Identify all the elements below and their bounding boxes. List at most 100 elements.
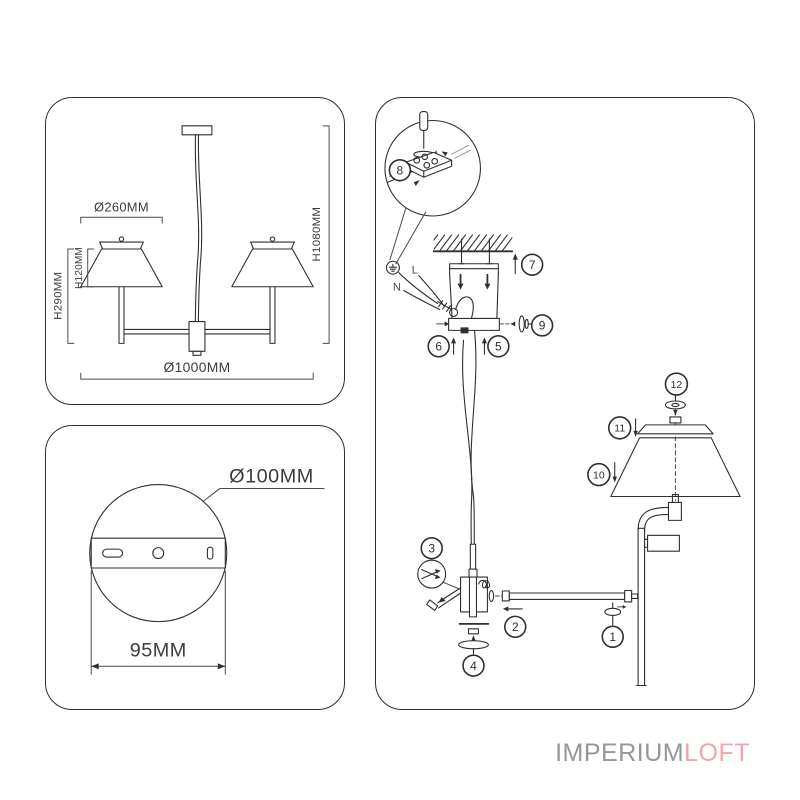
svg-text:1: 1 [609, 630, 616, 644]
dim-overall-width-group: Ø1000MM [80, 359, 314, 380]
svg-text:7: 7 [529, 258, 536, 272]
brand-logo: IMPERIUMLOFT [555, 736, 750, 770]
wire-label-live: L [412, 265, 418, 277]
center-hole [152, 547, 165, 560]
dim-shade-height: H120MM [74, 247, 85, 289]
left-shade [80, 236, 163, 288]
panel-mount-plate: Ø100MM 95MM [45, 425, 345, 710]
hub-cap [192, 350, 202, 356]
coiled-wire [477, 579, 491, 589]
step-badge-9: 9 [530, 314, 554, 337]
step-badge-10: 10 [587, 462, 611, 487]
dim-overall-width: Ø1000MM [164, 359, 231, 375]
svg-text:11: 11 [614, 424, 625, 435]
wire-grommet [449, 307, 459, 318]
dim-fixture-height-group: H290MM [52, 248, 75, 344]
rod-left-cap [501, 590, 510, 602]
right-shade-body [231, 248, 314, 288]
terminal-block-callout [384, 110, 481, 265]
drop-rod-cap [468, 568, 478, 578]
svg-text:3: 3 [428, 541, 435, 555]
right-post [269, 284, 276, 344]
suspension-drop [462, 329, 478, 578]
hub-tube [468, 576, 478, 618]
shade-finial [664, 394, 686, 424]
center-hub [188, 320, 206, 352]
svg-text:2: 2 [512, 620, 519, 634]
screwdriver-icon [413, 110, 437, 158]
step-badge-5: 5 [487, 335, 510, 358]
step-badge-3: 3 [420, 536, 443, 560]
panel-assembly: L N [375, 97, 755, 710]
ceiling [432, 234, 514, 265]
dim-plate-diameter-group: Ø100MM [202, 466, 325, 502]
left-finial [118, 236, 125, 242]
svg-text:6: 6 [435, 339, 442, 353]
mains-wires: L N [385, 260, 474, 319]
dim-overall-height-group: H1080MM [311, 125, 330, 344]
ground-symbol-icon [385, 260, 400, 275]
arm-screw [604, 602, 627, 626]
front-view-drawing: Ø260MM H120MM H290MM H1080MM Ø1000MM [52, 125, 330, 380]
svg-text:10: 10 [593, 470, 605, 481]
step-badge-11: 11 [607, 416, 632, 440]
svg-text:8: 8 [397, 163, 404, 177]
mounting-bracket [449, 263, 499, 275]
step-badge-2: 2 [504, 615, 527, 639]
arm-upright [637, 527, 646, 687]
svg-text:5: 5 [495, 339, 502, 353]
panel-front-view: Ø260MM H120MM H290MM H1080MM Ø1000MM [45, 97, 345, 405]
step-badge-8: 8 [388, 158, 412, 182]
shade-assembly [610, 394, 741, 501]
drop-rod [469, 543, 477, 570]
dim-shade-height-group: H120MM [74, 247, 95, 289]
wire-connector [426, 599, 439, 611]
cable-clamp [460, 327, 469, 334]
right-shade [231, 236, 314, 288]
lamp-arm [636, 493, 682, 687]
shade-nipple [667, 501, 682, 521]
wire-twist-callout [417, 559, 461, 590]
plate-circle [89, 484, 228, 623]
svg-text:12: 12 [671, 380, 683, 391]
right-slot [206, 546, 214, 560]
shade-body [610, 437, 741, 498]
brand-name-primary: IMPERIUM [555, 739, 685, 767]
left-post [118, 284, 125, 344]
step-badge-12: 12 [664, 372, 689, 396]
mount-plate-drawing: Ø100MM 95MM [89, 466, 325, 675]
dim-mount-spacing-group: 95MM [90, 570, 226, 675]
step-badge-4: 4 [462, 654, 485, 677]
canopy-sides [449, 273, 499, 319]
wire-label-neutral: N [393, 282, 401, 294]
left-shade-body [80, 248, 163, 288]
svg-text:4: 4 [470, 659, 477, 673]
arm-rod [501, 589, 639, 603]
lamp-socket [647, 534, 680, 552]
dim-shade-diameter: Ø260MM [94, 199, 149, 214]
dim-shade-diameter-group: Ø260MM [80, 199, 163, 224]
dim-overall-height: H1080MM [311, 207, 323, 262]
step-badge-1: 1 [601, 625, 624, 649]
plate-bracket [90, 537, 226, 569]
canopy-assembly [436, 263, 533, 334]
canopy-and-stem [181, 125, 213, 324]
rod-right-cap [624, 589, 633, 603]
brand-name-accent: LOFT [684, 739, 750, 767]
center-hub-assembly [426, 576, 503, 655]
right-finial [269, 236, 276, 242]
left-slot [102, 548, 124, 558]
rod-body [508, 592, 626, 601]
ceiling-plate [181, 125, 213, 136]
side-screw-washer [518, 315, 525, 333]
hub-cover-plate [467, 628, 480, 635]
svg-text:9: 9 [539, 319, 546, 333]
step-badge-6: 6 [427, 335, 450, 358]
shade-ring [637, 424, 714, 435]
right-shade-ring [250, 241, 295, 250]
dim-plate-diameter: Ø100MM [229, 466, 314, 488]
dim-fixture-height: H290MM [52, 272, 64, 320]
arms [118, 284, 276, 356]
assembly-drawing: L N [384, 110, 741, 687]
dim-mount-spacing: 95MM [130, 639, 187, 661]
